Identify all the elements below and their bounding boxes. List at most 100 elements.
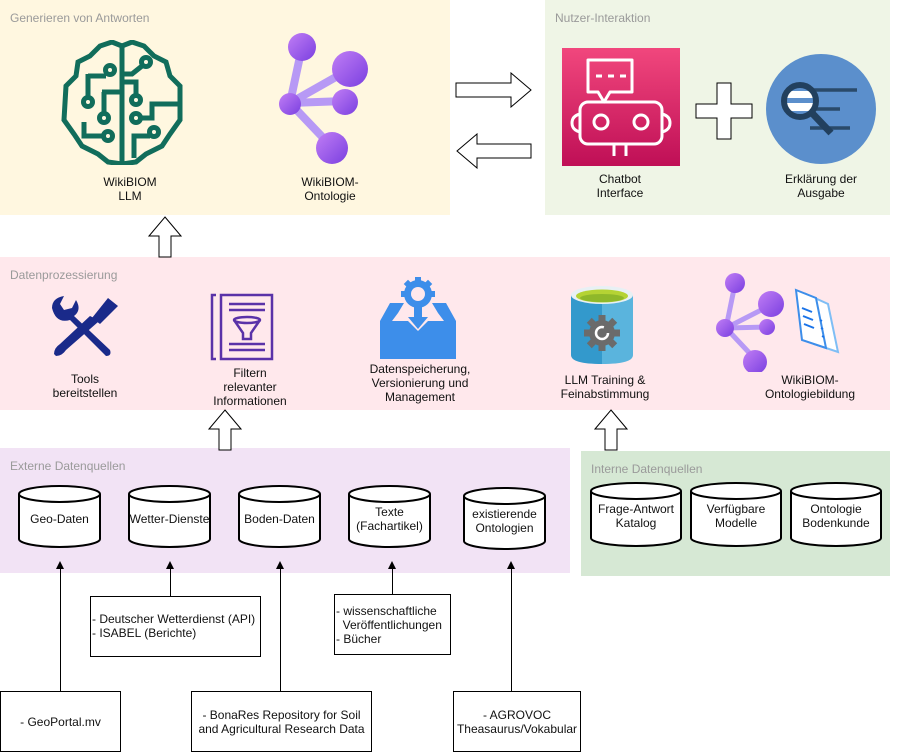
cylinder-label-line: Bodenkunde <box>802 516 870 530</box>
arrowhead-icon <box>276 561 284 569</box>
extern-source-cylinder: Boden-Daten <box>238 485 321 548</box>
note-boden: - BonaRes Repository for Soil and Agricu… <box>191 691 372 752</box>
cylinder-shape <box>128 485 211 548</box>
group-generieren-von-antworten: Generieren von Antworten <box>0 0 450 215</box>
group-title: Nutzer-Interaktion <box>555 11 651 25</box>
arrowhead-icon <box>56 561 64 569</box>
funnel-document-icon <box>210 293 274 361</box>
cylinder-shape <box>18 485 101 548</box>
note-line: - GeoPortal.mv <box>20 715 101 729</box>
cylinder-label-line: Ontologie <box>810 502 862 516</box>
storage-gear-icon <box>380 277 456 359</box>
note-line: - ISABEL (Berichte) <box>92 626 197 640</box>
group-title: Externe Datenquellen <box>10 459 126 473</box>
note-agrovoc: - AGROVOC Theasaurus/Vokabular <box>453 691 581 752</box>
node-label-tools: Tools bereitstellen <box>35 372 135 400</box>
node-label-training: LLM Training & Feinabstimmung <box>550 373 660 401</box>
extern-source-cylinder: Geo-Daten <box>18 485 101 548</box>
label-line: bereitstellen <box>52 386 118 400</box>
label-line: WikiBIOM- <box>301 175 359 189</box>
cylinder-shape <box>238 485 321 548</box>
database-gear-icon <box>571 286 633 364</box>
connector-line <box>511 568 512 691</box>
label-line: LLM <box>118 189 142 203</box>
arrow-left-icon <box>456 133 532 169</box>
note-texte: - wissenschaftliche Veröffentlichungen -… <box>334 594 451 655</box>
label-line: Versionierung und <box>371 376 469 390</box>
note-line: Veröffentlichungen <box>336 618 442 632</box>
label-line: Informationen <box>213 394 287 408</box>
cylinder-label-line: Boden-Daten <box>244 512 315 526</box>
connector-line <box>280 568 281 691</box>
cylinder-shape <box>463 487 546 550</box>
node-label-chatbot: Chatbot Interface <box>570 172 670 200</box>
cylinder-shape <box>590 482 682 547</box>
connector-line <box>170 568 171 597</box>
label-line: Interface <box>596 186 644 200</box>
arrowhead-icon <box>166 561 174 569</box>
note-line: Theasaurus/Vokabular <box>456 722 578 736</box>
cylinder-label-line: Frage-Antwort <box>597 502 675 516</box>
extern-source-cylinder: Wetter-Dienste <box>128 485 211 548</box>
node-label-ontobildung: WikiBIOM- Ontologiebildung <box>750 373 870 401</box>
node-label-llm: WikiBIOM LLM <box>80 175 180 203</box>
cylinder-label-line: Texte <box>375 505 404 519</box>
cylinder-label-line: Verfügbare <box>706 502 766 516</box>
node-label-filtern: Filtern relevanter Informationen <box>195 366 305 408</box>
note-wetter: - Deutscher Wetterdienst (API) - ISABEL … <box>90 596 261 657</box>
connector-line <box>60 568 61 691</box>
node-label-erklaerung: Erklärung der Ausgabe <box>765 172 877 200</box>
plus-icon <box>695 82 753 140</box>
label-line: relevanter <box>223 380 277 394</box>
label-line: Management <box>384 390 456 404</box>
group-title: Datenprozessierung <box>10 268 118 282</box>
wrench-screwdriver-icon <box>52 296 118 356</box>
label-line: Chatbot <box>598 172 642 186</box>
label-line: WikiBIOM- <box>781 373 839 387</box>
cylinder-shape <box>790 482 882 547</box>
label-line: Erklärung der <box>784 172 858 186</box>
arrow-up-icon <box>148 216 182 258</box>
brain-circuit-icon <box>61 40 183 165</box>
node-label-speicherung: Datenspeicherung, Versionierung und Mana… <box>360 362 480 404</box>
note-line: - Bücher <box>336 632 382 646</box>
graph-nodes-icon <box>279 33 368 164</box>
note-line: - AGROVOC <box>482 708 551 722</box>
connector-line <box>392 568 393 595</box>
node-label-ontologie: WikiBIOM- Ontologie <box>265 175 395 203</box>
cylinder-label-line: Wetter-Dienste <box>129 512 210 526</box>
label-line: Ontologie <box>304 189 356 203</box>
arrowhead-icon <box>507 561 515 569</box>
note-line: - Deutscher Wetterdienst (API) <box>92 612 256 626</box>
label-line: Filtern <box>233 366 267 380</box>
chatbot-icon <box>562 48 680 166</box>
group-title: Interne Datenquellen <box>591 462 703 476</box>
label-line: Ausgabe <box>797 186 845 200</box>
arrow-up-icon <box>208 409 242 451</box>
note-geo: - GeoPortal.mv <box>0 691 121 752</box>
arrowhead-icon <box>388 561 396 569</box>
note-line: - wissenschaftliche <box>336 604 437 618</box>
extern-source-cylinder: Texte(Fachartikel) <box>348 485 431 548</box>
cylinder-label-line: Ontologien <box>475 521 534 535</box>
cylinder-shape <box>348 485 431 548</box>
label-line: Datenspeicherung, <box>369 362 471 376</box>
cylinder-label-line: existierende <box>472 507 537 521</box>
note-line: and Agricultural Research Data <box>198 722 365 736</box>
label-line: Feinabstimmung <box>560 387 650 401</box>
arrow-right-icon <box>455 72 532 108</box>
graph-documents-icon <box>716 273 840 372</box>
label-line: LLM Training & <box>564 373 646 387</box>
label-line: WikiBIOM <box>103 175 157 189</box>
note-line: - BonaRes Repository for Soil <box>202 708 361 722</box>
label-line: Tools <box>70 372 99 386</box>
group-title: Generieren von Antworten <box>10 11 150 25</box>
magnifier-text-icon <box>766 54 876 164</box>
cylinder-label-line: Geo-Daten <box>30 512 89 526</box>
cylinder-shape <box>690 482 782 547</box>
arrow-up-icon <box>594 409 628 451</box>
